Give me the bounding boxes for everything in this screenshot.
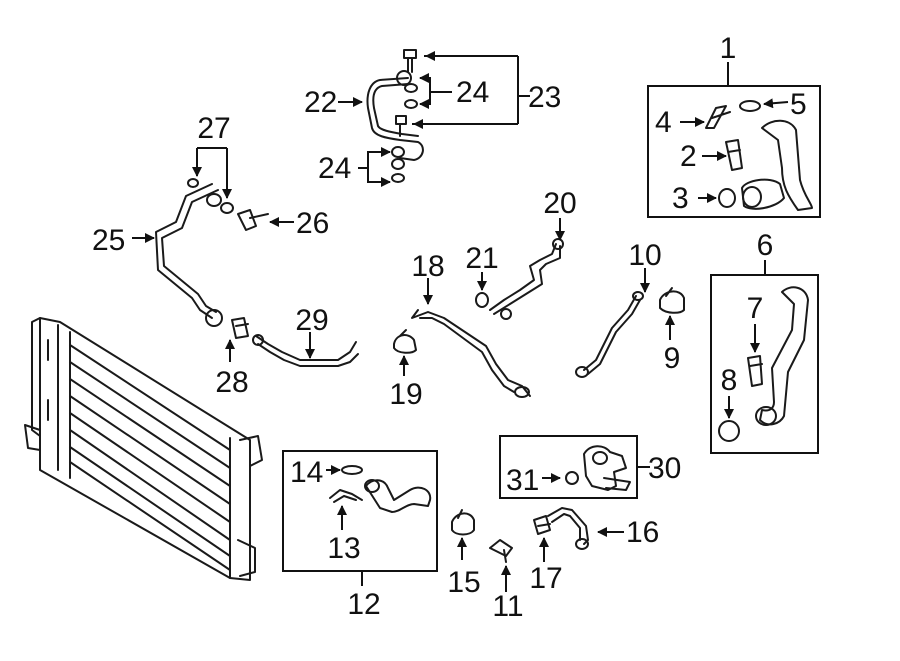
callout-25: 25 xyxy=(92,224,125,257)
part-17-clip xyxy=(533,515,551,535)
callout-18: 18 xyxy=(411,250,444,283)
callout-29: 29 xyxy=(295,304,328,337)
callout-24-lower: 24 xyxy=(318,152,351,185)
callout-6: 6 xyxy=(757,229,774,262)
group-30-box: 30 31 xyxy=(499,435,681,499)
callout-11: 11 xyxy=(492,590,523,623)
callout-15: 15 xyxy=(447,566,480,599)
callout-2: 2 xyxy=(680,140,697,173)
part-26-bolt xyxy=(237,209,269,231)
part-31-oring xyxy=(565,471,579,485)
part-3-oring xyxy=(718,188,736,208)
callout-7: 7 xyxy=(747,292,764,325)
part-18-hose xyxy=(411,309,531,397)
part-25-pipe xyxy=(155,183,213,319)
part-5-oring xyxy=(739,100,761,112)
part-29-pipe xyxy=(255,335,359,367)
group-6-box: 6 7 8 xyxy=(710,229,819,454)
group-12-box: 12 14 13 xyxy=(282,450,438,621)
group-23-pipe: 22 23 24 24 xyxy=(304,49,561,187)
group-18-21: 18 19 20 21 xyxy=(389,187,576,411)
group-1-box: 1 4 5 2 3 xyxy=(647,32,821,218)
part-1-hose xyxy=(761,119,813,211)
part-15-clamp xyxy=(451,509,475,536)
part-12-hose xyxy=(365,479,432,513)
group-28-29: 28 29 xyxy=(215,304,359,399)
part-21-oring xyxy=(475,292,489,308)
radiator xyxy=(24,317,263,581)
callout-8: 8 xyxy=(721,364,738,397)
part-8-oring xyxy=(718,420,740,442)
part-13-clip xyxy=(329,489,363,503)
part-11-fitting xyxy=(489,539,513,563)
callout-9: 9 xyxy=(664,342,681,375)
group-25-pipe: 25 27 26 xyxy=(92,112,329,327)
callout-24-upper: 24 xyxy=(456,76,489,109)
callout-28: 28 xyxy=(215,366,248,399)
callout-14: 14 xyxy=(290,456,323,489)
part-19-clamp xyxy=(393,329,417,354)
callout-30: 30 xyxy=(648,452,681,485)
callout-26: 26 xyxy=(296,207,329,240)
part-10-pipe xyxy=(583,295,641,375)
part-20-hose xyxy=(489,243,561,315)
callout-12: 12 xyxy=(347,588,380,621)
part-14-oring xyxy=(341,465,363,475)
callout-31: 31 xyxy=(506,464,539,497)
callout-19: 19 xyxy=(389,378,422,411)
callout-22: 22 xyxy=(304,86,337,119)
callout-17: 17 xyxy=(529,562,562,595)
part-6-hose xyxy=(759,286,809,426)
callout-5: 5 xyxy=(790,88,807,121)
group-9-10: 10 9 xyxy=(575,239,685,378)
callout-27: 27 xyxy=(197,112,230,145)
part-9-clamp xyxy=(659,287,685,314)
part-2-clip xyxy=(725,139,743,171)
callout-16: 16 xyxy=(626,516,659,549)
part-22-pipe xyxy=(366,77,424,161)
callout-1: 1 xyxy=(720,32,737,65)
part-4-clamp xyxy=(705,105,731,129)
callout-23: 23 xyxy=(528,81,561,114)
part-7-clip xyxy=(747,355,763,387)
callout-10: 10 xyxy=(628,239,661,272)
part-28-clip xyxy=(231,317,249,339)
callout-20: 20 xyxy=(543,187,576,220)
part-30-pump xyxy=(583,445,627,491)
callout-21: 21 xyxy=(465,242,498,275)
callout-13: 13 xyxy=(327,532,360,565)
callout-4: 4 xyxy=(655,106,672,139)
callout-3: 3 xyxy=(672,182,689,215)
group-11-17: 15 11 17 16 xyxy=(447,507,659,623)
